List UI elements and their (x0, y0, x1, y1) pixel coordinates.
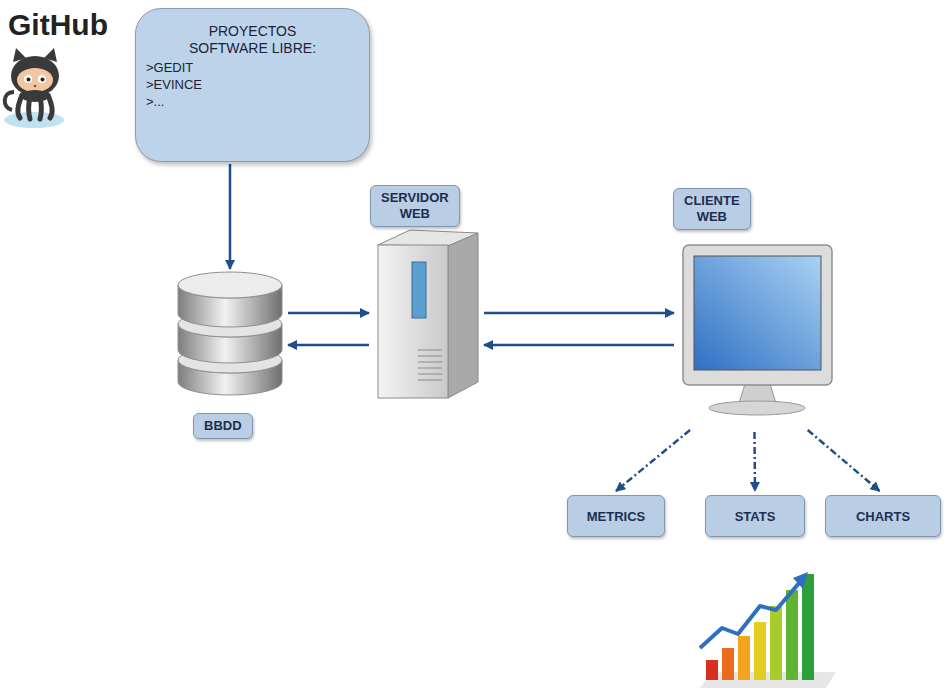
server-node: SERVIDOR WEB (375, 228, 478, 398)
server-icon (378, 230, 478, 398)
label-box: SERVIDOR WEB (370, 185, 460, 227)
flow-arrow (288, 312, 369, 315)
dashed-arrow (753, 432, 756, 491)
node-label: STATS (735, 509, 776, 524)
list-item: >... (144, 93, 361, 110)
output-box: METRICS (567, 495, 665, 537)
output-box: CHARTS (825, 495, 941, 537)
node-label: BBDD (204, 418, 242, 434)
flow-arrow (229, 164, 232, 269)
node-label: CLIENTE WEB (684, 193, 740, 225)
node-label: PROYECTOS SOFTWARE LIBRE: (178, 23, 328, 57)
flow-arrow (484, 344, 674, 347)
flow-arrow (484, 312, 674, 315)
database-node: BBDD (178, 272, 282, 395)
logo-text: GitHub (8, 8, 108, 42)
list-item: >GEDIT (144, 59, 361, 76)
list-item: >EVINCE (144, 76, 361, 93)
client-node: CLIENTE WEB (680, 243, 832, 415)
flow-arrow (288, 344, 369, 347)
chart-picture (700, 572, 836, 688)
database-icon (178, 272, 282, 395)
label-box: BBDD (193, 413, 253, 439)
node-label: METRICS (587, 509, 646, 524)
dashed-arrow (808, 430, 880, 491)
monitor-icon (683, 245, 832, 415)
project-box: PROYECTOS SOFTWARE LIBRE: >GEDIT>EVINCE>.… (135, 8, 370, 162)
octocat-logo (4, 48, 64, 128)
label-box: CLIENTE WEB (673, 188, 751, 230)
dashed-arrow (616, 430, 690, 491)
output-box: STATS (705, 495, 805, 537)
node-label: CHARTS (856, 509, 910, 524)
node-label: SERVIDOR WEB (381, 190, 449, 222)
